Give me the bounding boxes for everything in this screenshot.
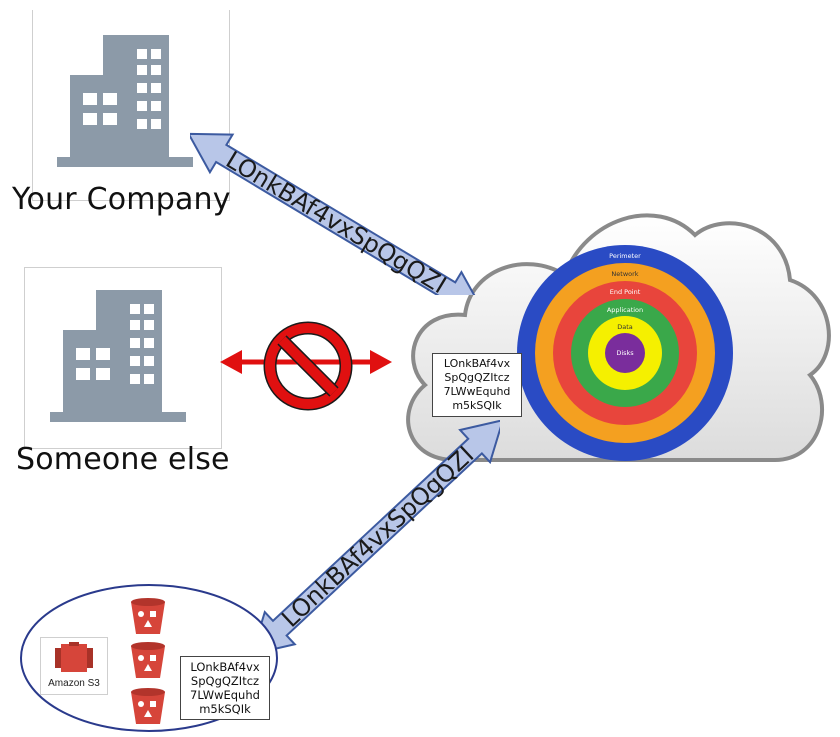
cloud-key-line-4: m5kSQIk [452, 399, 502, 412]
s3-bucket-icon [131, 642, 165, 678]
your-company-building-icon [57, 35, 193, 167]
ring-label-end-point: End Point [610, 288, 641, 296]
s3-key-line-2: SpQgQZItcz [190, 674, 260, 688]
someone-else-label: Someone else [16, 442, 230, 477]
cloud-key-line-2: SpQgQZItcz [444, 371, 510, 384]
s3-logo-icon [55, 642, 93, 672]
defense-rings: Perimeter Network End Point Application … [517, 245, 733, 461]
s3-bucket-icon [131, 688, 165, 724]
amazon-s3-label: Amazon S3 [48, 678, 100, 689]
top-arrow-text: LOnkBAf4vxSpQgQZI [221, 146, 451, 295]
ring-disks [605, 333, 645, 373]
bottom-arrow-text: LOnkBAf4vxSpQgQZI [276, 441, 479, 633]
someone-else-building-icon [50, 290, 186, 422]
s3-key-box: LOnkBAf4vx SpQgQZItcz 7LWwEquhd m5kSQIk [180, 656, 270, 720]
ring-label-network: Network [611, 270, 638, 278]
bottom-encrypted-arrow: LOnkBAf4vxSpQgQZI [250, 420, 500, 656]
ring-label-application: Application [607, 306, 643, 314]
ring-label-data: Data [617, 323, 633, 331]
top-encrypted-arrow: LOnkBAf4vxSpQgQZI [190, 132, 485, 295]
s3-key-line-4: m5kSQIk [199, 702, 251, 716]
ring-label-perimeter: Perimeter [609, 252, 641, 260]
amazon-s3-logo: Amazon S3 [40, 637, 108, 695]
ring-label-disks: Disks [616, 349, 634, 357]
s3-key-line-1: LOnkBAf4vx [190, 660, 260, 674]
your-company-label: Your Company [12, 182, 231, 217]
no-entry-icon [263, 321, 353, 411]
s3-key-line-3: 7LWwEquhd [190, 688, 260, 702]
cloud-key-line-3: 7LWwEquhd [443, 385, 511, 398]
cloud-key-line-1: LOnkBAf4vx [443, 357, 511, 370]
s3-bucket-icon [131, 598, 165, 634]
cloud-key-box: LOnkBAf4vx SpQgQZItcz 7LWwEquhd m5kSQIk [432, 353, 522, 417]
